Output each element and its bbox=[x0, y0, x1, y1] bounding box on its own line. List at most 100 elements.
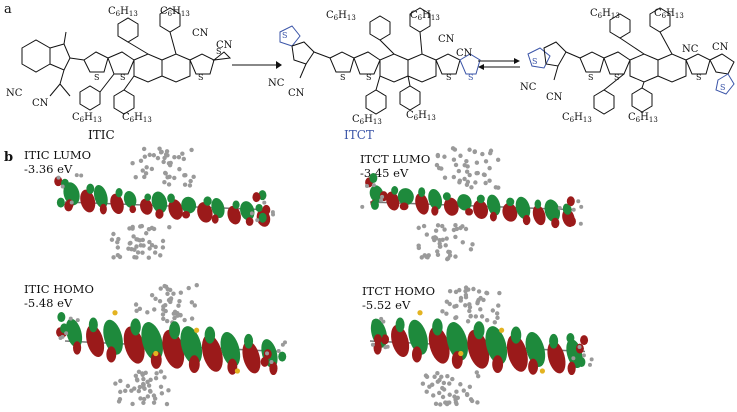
side-chain-atom bbox=[441, 380, 447, 386]
svg-text:S: S bbox=[468, 73, 473, 82]
side-chain-atom bbox=[492, 320, 498, 325]
side-chain-atom bbox=[475, 373, 481, 379]
side-chain-atom bbox=[189, 300, 195, 305]
side-chain-atom bbox=[457, 287, 462, 293]
orbital-lobe bbox=[473, 200, 489, 219]
orbital-lobe bbox=[80, 189, 96, 213]
side-chain-atom bbox=[435, 252, 441, 258]
side-chain-atom bbox=[490, 308, 496, 313]
itct-substituent-top-1: C6H13 bbox=[326, 10, 356, 22]
orbital-lobe bbox=[106, 346, 117, 363]
side-chain-atom bbox=[116, 399, 122, 404]
orbital-lobe bbox=[506, 334, 528, 372]
side-chain-atom bbox=[134, 244, 139, 249]
side-chain-atom bbox=[182, 317, 187, 323]
side-chain-atom bbox=[481, 172, 487, 177]
side-chain-atom bbox=[130, 401, 135, 407]
svg-text:S: S bbox=[120, 73, 125, 82]
end-group-lobe bbox=[252, 192, 261, 203]
side-chain-atom bbox=[456, 168, 462, 174]
side-chain-atom bbox=[439, 374, 444, 380]
sulfur-atom bbox=[417, 310, 423, 316]
end-group-atom bbox=[269, 359, 274, 364]
orbital-lobe bbox=[428, 189, 443, 210]
side-chain-atom bbox=[454, 303, 459, 309]
end-group-atom bbox=[581, 353, 586, 358]
side-chain-atom bbox=[138, 158, 144, 163]
end-group-atom bbox=[381, 319, 386, 324]
side-chain-atom bbox=[463, 303, 468, 308]
side-chain-atom bbox=[437, 377, 442, 383]
side-chain-atom bbox=[145, 394, 151, 399]
side-chain-atom bbox=[161, 304, 166, 309]
side-chain-atom bbox=[153, 375, 159, 381]
side-chain-atom bbox=[467, 384, 473, 389]
end-group-lobe bbox=[369, 173, 378, 184]
end-group-atom bbox=[383, 345, 388, 350]
orbital-lobe bbox=[103, 319, 123, 355]
itic-skeleton: S S S S bbox=[21, 7, 232, 115]
side-chain-atom bbox=[180, 151, 185, 156]
side-chain-atom bbox=[467, 308, 472, 314]
side-chain-atom bbox=[458, 153, 463, 158]
itct-tautomer-structure: S S S S S C6H13 C6H13 C6H13 C6H13 NC CN … bbox=[520, 7, 735, 128]
side-chain-atom bbox=[149, 166, 155, 172]
orbital-lobe bbox=[73, 341, 82, 355]
side-chain-atom bbox=[473, 314, 479, 319]
orbital-lobe bbox=[123, 191, 137, 208]
end-group-atom bbox=[60, 184, 65, 189]
side-chain-atom bbox=[163, 308, 168, 314]
side-chain-atom bbox=[123, 388, 128, 394]
orbital-lobe bbox=[411, 346, 422, 363]
side-chain-atom bbox=[171, 311, 177, 316]
orbital-lobe bbox=[551, 217, 560, 229]
side-chain-atom bbox=[167, 224, 172, 230]
side-chain-atom bbox=[129, 388, 134, 393]
orbital-lobe bbox=[242, 341, 261, 374]
side-chain-atom bbox=[181, 156, 187, 162]
side-chain-atom bbox=[168, 299, 173, 305]
side-chain-atom bbox=[138, 396, 143, 401]
orbital-lobe bbox=[431, 206, 439, 216]
tautomer-nc-label-2: NC bbox=[682, 44, 699, 55]
end-group-atom bbox=[371, 183, 376, 188]
side-chain-atom bbox=[440, 237, 445, 242]
side-chain-atom bbox=[474, 370, 480, 375]
sulfur-atom bbox=[234, 368, 240, 374]
side-chain-atom bbox=[171, 291, 176, 296]
side-chain-atom bbox=[115, 245, 121, 250]
orbital-lobe bbox=[506, 197, 515, 207]
side-chain-atom bbox=[172, 154, 177, 160]
side-chain-atom bbox=[158, 384, 164, 389]
end-group-atom bbox=[75, 318, 80, 323]
side-chain-atom bbox=[487, 165, 492, 171]
side-chain-atom bbox=[153, 296, 158, 302]
side-chain-atom bbox=[472, 149, 477, 155]
side-chain-atom bbox=[160, 238, 166, 244]
orbital-lobe bbox=[197, 202, 213, 223]
svg-text:S: S bbox=[216, 47, 221, 56]
orbital-lobe bbox=[485, 326, 508, 365]
itic-substituent-bottom-2: C6H13 bbox=[122, 112, 152, 124]
end-group-lobe bbox=[381, 334, 390, 345]
itct-substituent-bottom-1: C6H13 bbox=[352, 114, 382, 126]
end-group-atom bbox=[576, 199, 581, 204]
orbital-lobe bbox=[155, 209, 164, 219]
side-chain-atom bbox=[140, 168, 145, 173]
side-chain-atom bbox=[424, 232, 430, 237]
end-group-atom bbox=[557, 206, 562, 211]
orbital-lobe bbox=[201, 334, 223, 372]
side-chain-atom bbox=[453, 234, 458, 240]
itct-lumo-orbital-image bbox=[360, 146, 584, 262]
side-chain-atom bbox=[140, 372, 145, 377]
end-group-lobe bbox=[563, 204, 572, 215]
side-chain-atom bbox=[476, 289, 482, 294]
itic-name: ITIC bbox=[88, 128, 115, 142]
orbital-lobe bbox=[386, 191, 400, 211]
svg-text:S: S bbox=[340, 73, 345, 82]
end-group-atom bbox=[68, 316, 73, 321]
end-group-atom bbox=[571, 356, 576, 361]
side-chain-atom bbox=[137, 384, 143, 390]
side-chain-atom bbox=[154, 371, 159, 376]
side-chain-atom bbox=[163, 171, 168, 176]
